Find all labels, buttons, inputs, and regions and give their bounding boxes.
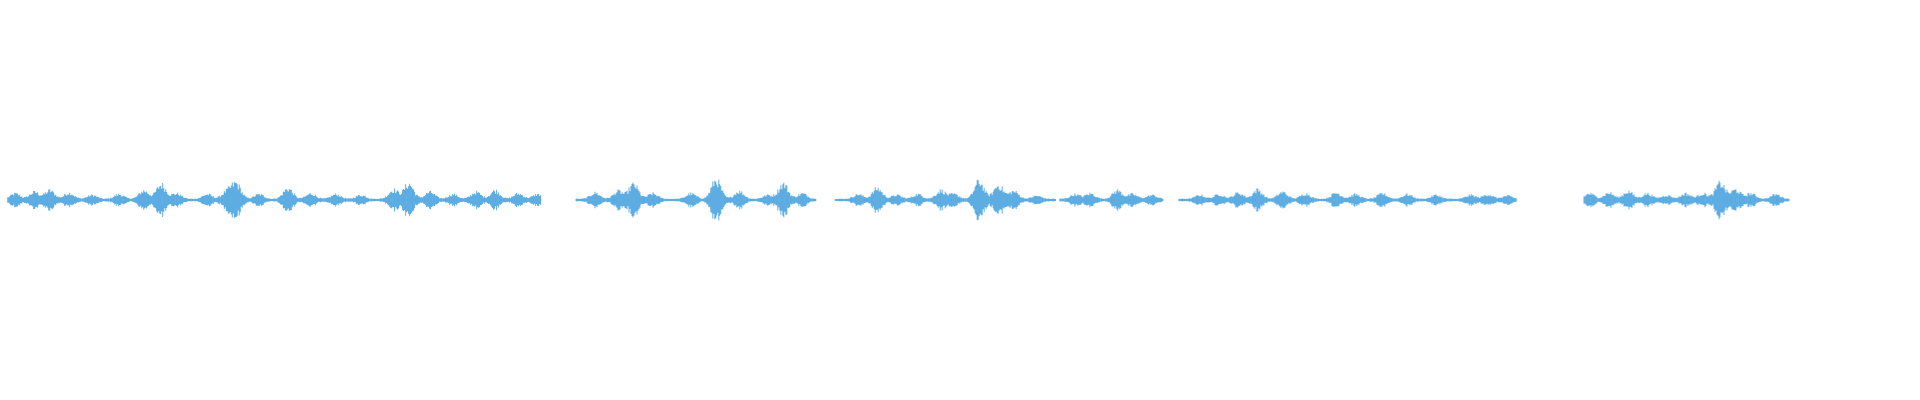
waveform-segment-1 [183, 181, 373, 219]
waveform-segment-3 [575, 182, 676, 218]
waveform-segment-0 [7, 183, 189, 217]
waveform-segment-9 [1583, 180, 1790, 220]
waveform-segments [7, 179, 1790, 221]
waveform-segment-7 [1178, 188, 1468, 212]
waveform-segment-4 [675, 179, 817, 221]
waveform-segment-2 [368, 183, 542, 217]
waveform-segment-8 [1458, 194, 1517, 206]
waveform-segment-5 [834, 179, 1056, 221]
waveform-segment-6 [1059, 189, 1164, 211]
